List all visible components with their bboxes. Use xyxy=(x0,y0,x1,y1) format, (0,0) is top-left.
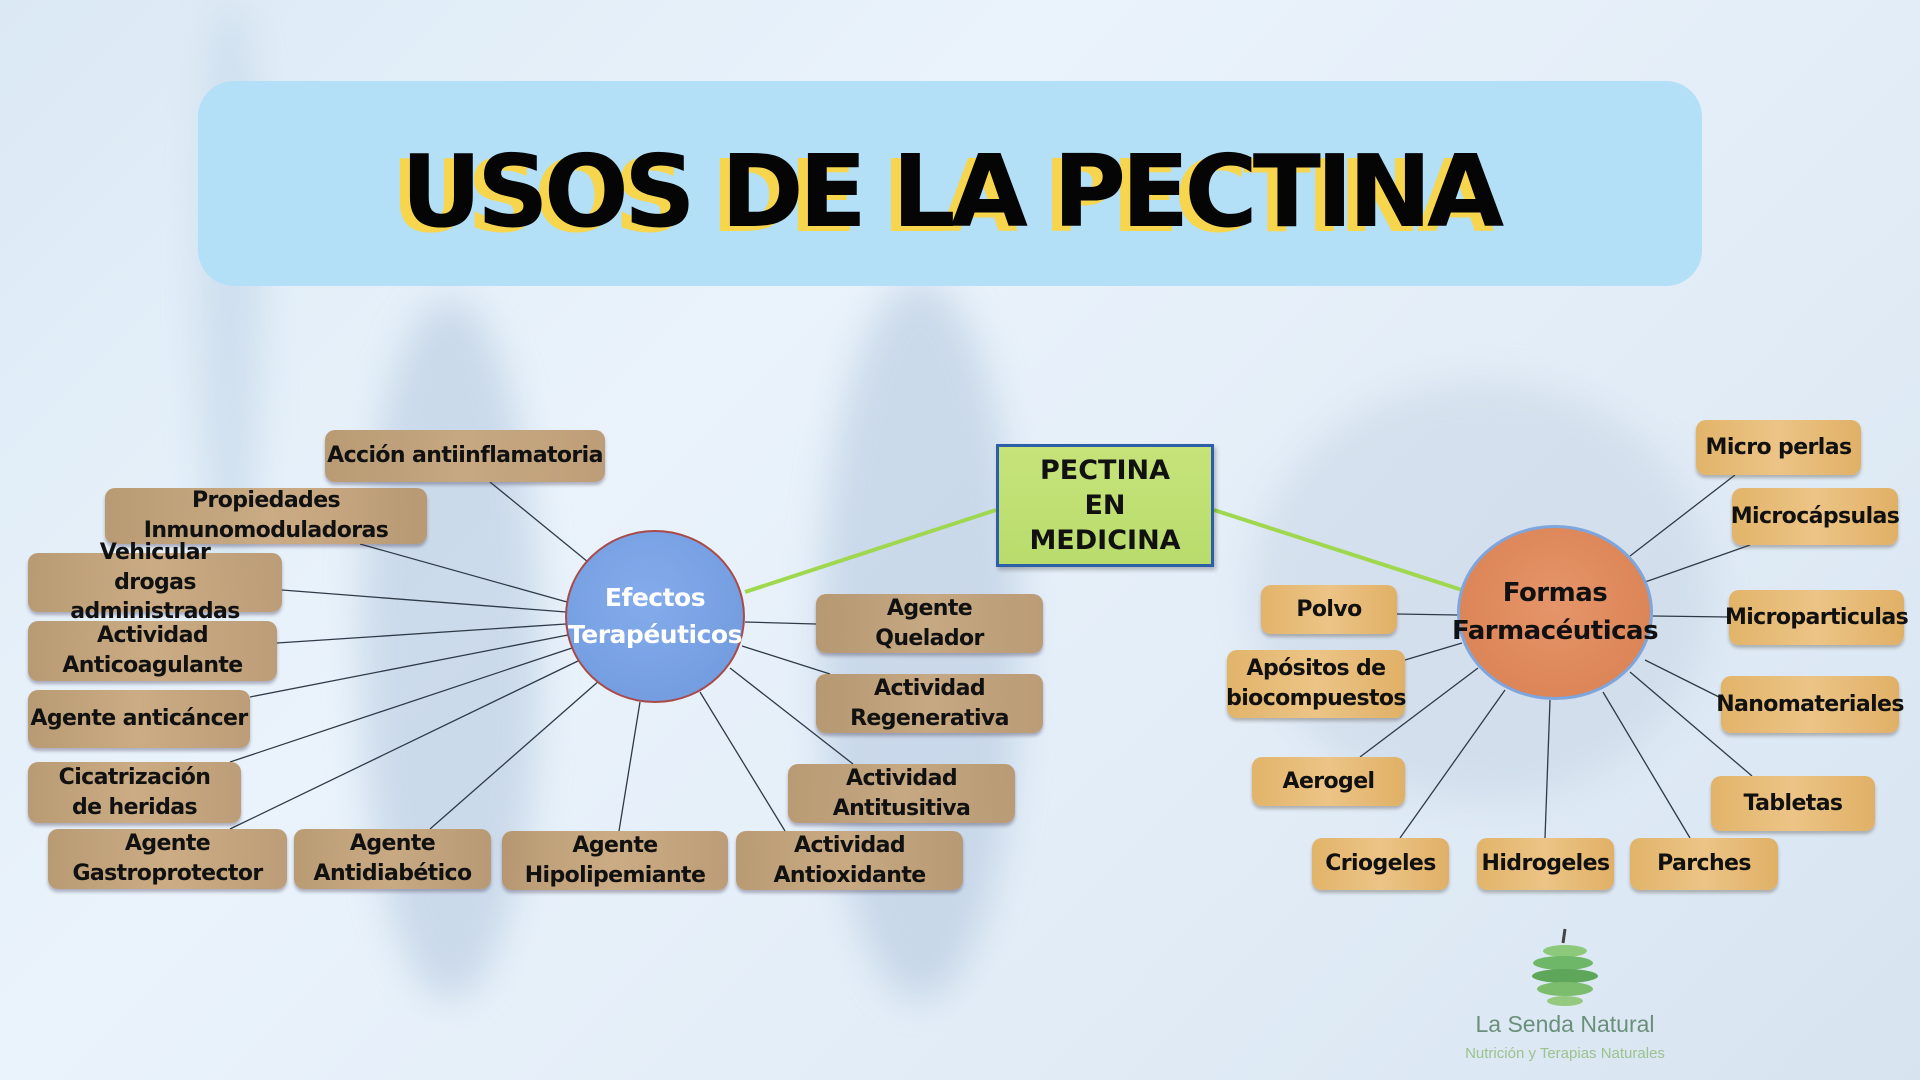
apple-icon xyxy=(1532,928,1598,1006)
form-node: Micro perlas xyxy=(1696,420,1861,475)
page-title: USOS DE LA PECTINA xyxy=(400,133,1505,250)
effect-node: Agente anticáncer xyxy=(28,690,250,748)
title-banner: USOS DE LA PECTINA xyxy=(198,81,1702,286)
link-center-to-pharmaceutical xyxy=(1213,508,1463,592)
effect-node: Vehicular drogas administradas xyxy=(28,540,282,624)
hub-pharmaceutical-forms: Formas Farmacéuticas xyxy=(1452,525,1659,700)
effect-node: Actividad Anticoagulante xyxy=(28,621,277,681)
hub-therapeutic-line-2: Terapéuticos xyxy=(568,619,742,649)
effect-node: Propiedades Inmunomoduladoras xyxy=(105,488,427,544)
center-line-1: PECTINA xyxy=(1039,454,1170,486)
form-node: Polvo xyxy=(1261,585,1397,634)
hub-pharmaceutical-line-2: Farmacéuticas xyxy=(1451,615,1659,646)
effect-node: Agente Hipolipemiante xyxy=(502,831,728,890)
form-node: Tabletas xyxy=(1711,776,1875,831)
effect-node: Agente Gastroprotector xyxy=(48,829,287,889)
center-node-pectina-medicina: PECTINA EN MEDICINA xyxy=(996,444,1214,567)
hub-pharmaceutical-line-1: Formas xyxy=(1502,577,1608,608)
form-node: Microcápsulas xyxy=(1731,488,1900,545)
brand-name: La Senda Natural xyxy=(1475,1011,1655,1037)
effect-node: Actividad Antitusitiva xyxy=(788,764,1015,823)
hub-therapeutic-line-1: Efectos xyxy=(604,583,706,613)
link-center-to-therapeutic xyxy=(744,508,997,594)
center-line-2: EN xyxy=(1084,489,1126,521)
form-node: Apósitos de biocompuestos xyxy=(1226,650,1407,718)
effect-node: Actividad Antioxidante xyxy=(736,831,963,890)
effect-node: Cicatrización de heridas xyxy=(28,762,241,823)
form-node: Hidrogeles xyxy=(1477,838,1614,890)
form-node: Criogeles xyxy=(1312,838,1449,890)
hub-therapeutic-effects: Efectos Terapéuticos xyxy=(565,530,745,703)
form-node: Aerogel xyxy=(1252,757,1405,806)
effect-node: Agente Quelador xyxy=(816,594,1043,653)
brand-logo: La Senda Natural Nutrición y Terapias Na… xyxy=(1440,925,1690,1075)
form-node: Nanomateriales xyxy=(1716,676,1904,733)
effect-node: Acción antiinflamatoria xyxy=(325,430,605,482)
form-node: Microparticulas xyxy=(1725,590,1909,645)
effect-node: Actividad Regenerativa xyxy=(816,674,1043,733)
brand-tagline: Nutrición y Terapias Naturales xyxy=(1465,1045,1665,1062)
form-node: Parches xyxy=(1630,838,1778,890)
effect-node: Agente Antidiabético xyxy=(294,829,491,889)
center-line-3: MEDICINA xyxy=(1029,525,1181,557)
